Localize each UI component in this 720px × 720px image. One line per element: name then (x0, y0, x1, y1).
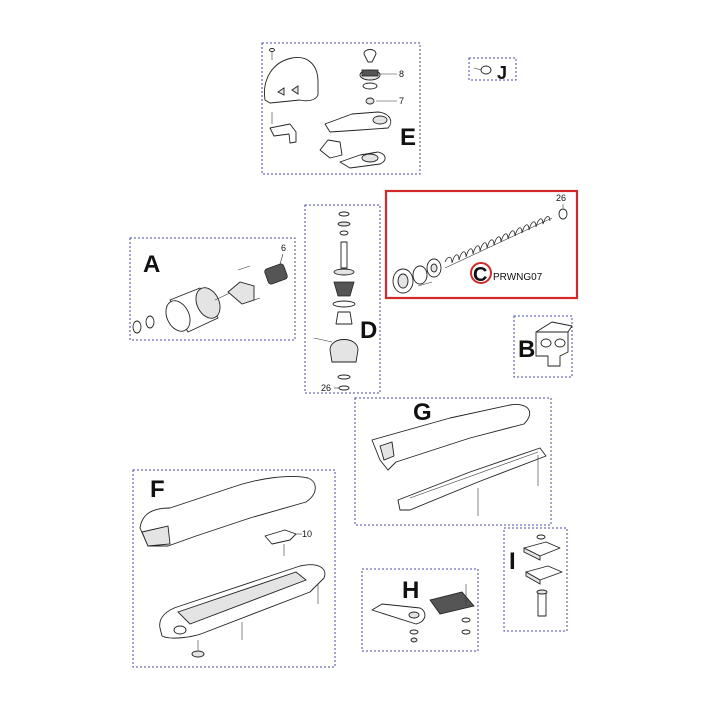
bracket-part (269, 112, 297, 144)
plate-arm-part (371, 603, 426, 625)
group-b-box (513, 315, 573, 378)
nut-stack-part: 8 (359, 49, 404, 90)
c-highlight-ring (470, 262, 492, 284)
group-c[interactable]: 26 C PRWNG07 (384, 189, 579, 300)
arm-cover-part (371, 404, 531, 471)
group-a[interactable]: A 6 (129, 237, 296, 341)
group-f-box (132, 469, 336, 668)
callout-8: 8 (399, 69, 404, 79)
group-e-letter: E (400, 124, 416, 151)
block-part (535, 321, 573, 367)
key-part (473, 65, 492, 75)
group-d-box (304, 204, 381, 394)
group-h-letter: H (402, 577, 419, 604)
group-c-box (384, 189, 579, 300)
flange-part (227, 281, 255, 305)
group-c-letter: C (473, 264, 487, 286)
callout-7: 7 (399, 96, 404, 106)
group-e[interactable]: 8 7 E (261, 42, 421, 175)
shaft-stack-part (313, 211, 359, 391)
clamp-part (523, 534, 563, 617)
group-g[interactable]: G (354, 397, 552, 526)
arm-base-part (397, 447, 547, 511)
callout-26-d: 26 (321, 383, 331, 393)
group-i-box (503, 527, 568, 632)
spring-part (444, 216, 551, 264)
group-g-letter: G (413, 399, 432, 426)
group-b[interactable]: B (513, 315, 573, 378)
cap-cover-part (264, 57, 319, 104)
group-h-box (361, 568, 479, 652)
cam-plate-part (319, 139, 343, 159)
housing-cover-part (139, 476, 316, 547)
group-j[interactable]: J (468, 57, 517, 83)
gear-part: 6 (264, 243, 288, 285)
group-h[interactable]: H (361, 568, 479, 652)
group-d[interactable]: 26 D (304, 204, 381, 394)
callout-26-c: 26 (556, 193, 566, 203)
group-g-box (354, 397, 552, 526)
group-j-box (468, 57, 517, 81)
group-b-letter: B (518, 336, 535, 363)
group-a-letter: A (143, 251, 160, 278)
group-j-letter: J (497, 63, 507, 83)
screw-part (269, 48, 275, 60)
ring-part (132, 320, 142, 334)
motor-part (165, 287, 233, 333)
group-e-box (261, 42, 421, 175)
cam-lever-part (324, 111, 392, 133)
group-i[interactable]: I (503, 527, 568, 632)
plate-bracket-part (429, 591, 475, 615)
group-i-letter: I (509, 548, 516, 575)
callout-6: 6 (281, 243, 286, 253)
part-code: PRWNG07 (493, 272, 543, 283)
group-f-letter: F (150, 476, 165, 503)
bracket-10-part: 10 (264, 529, 312, 556)
callout-10: 10 (302, 529, 312, 539)
group-d-letter: D (360, 317, 377, 344)
group-f[interactable]: F 10 (132, 469, 336, 668)
drive-gear-part (392, 258, 442, 294)
group-a-box (129, 237, 296, 341)
washer-part: 7 (365, 96, 404, 106)
